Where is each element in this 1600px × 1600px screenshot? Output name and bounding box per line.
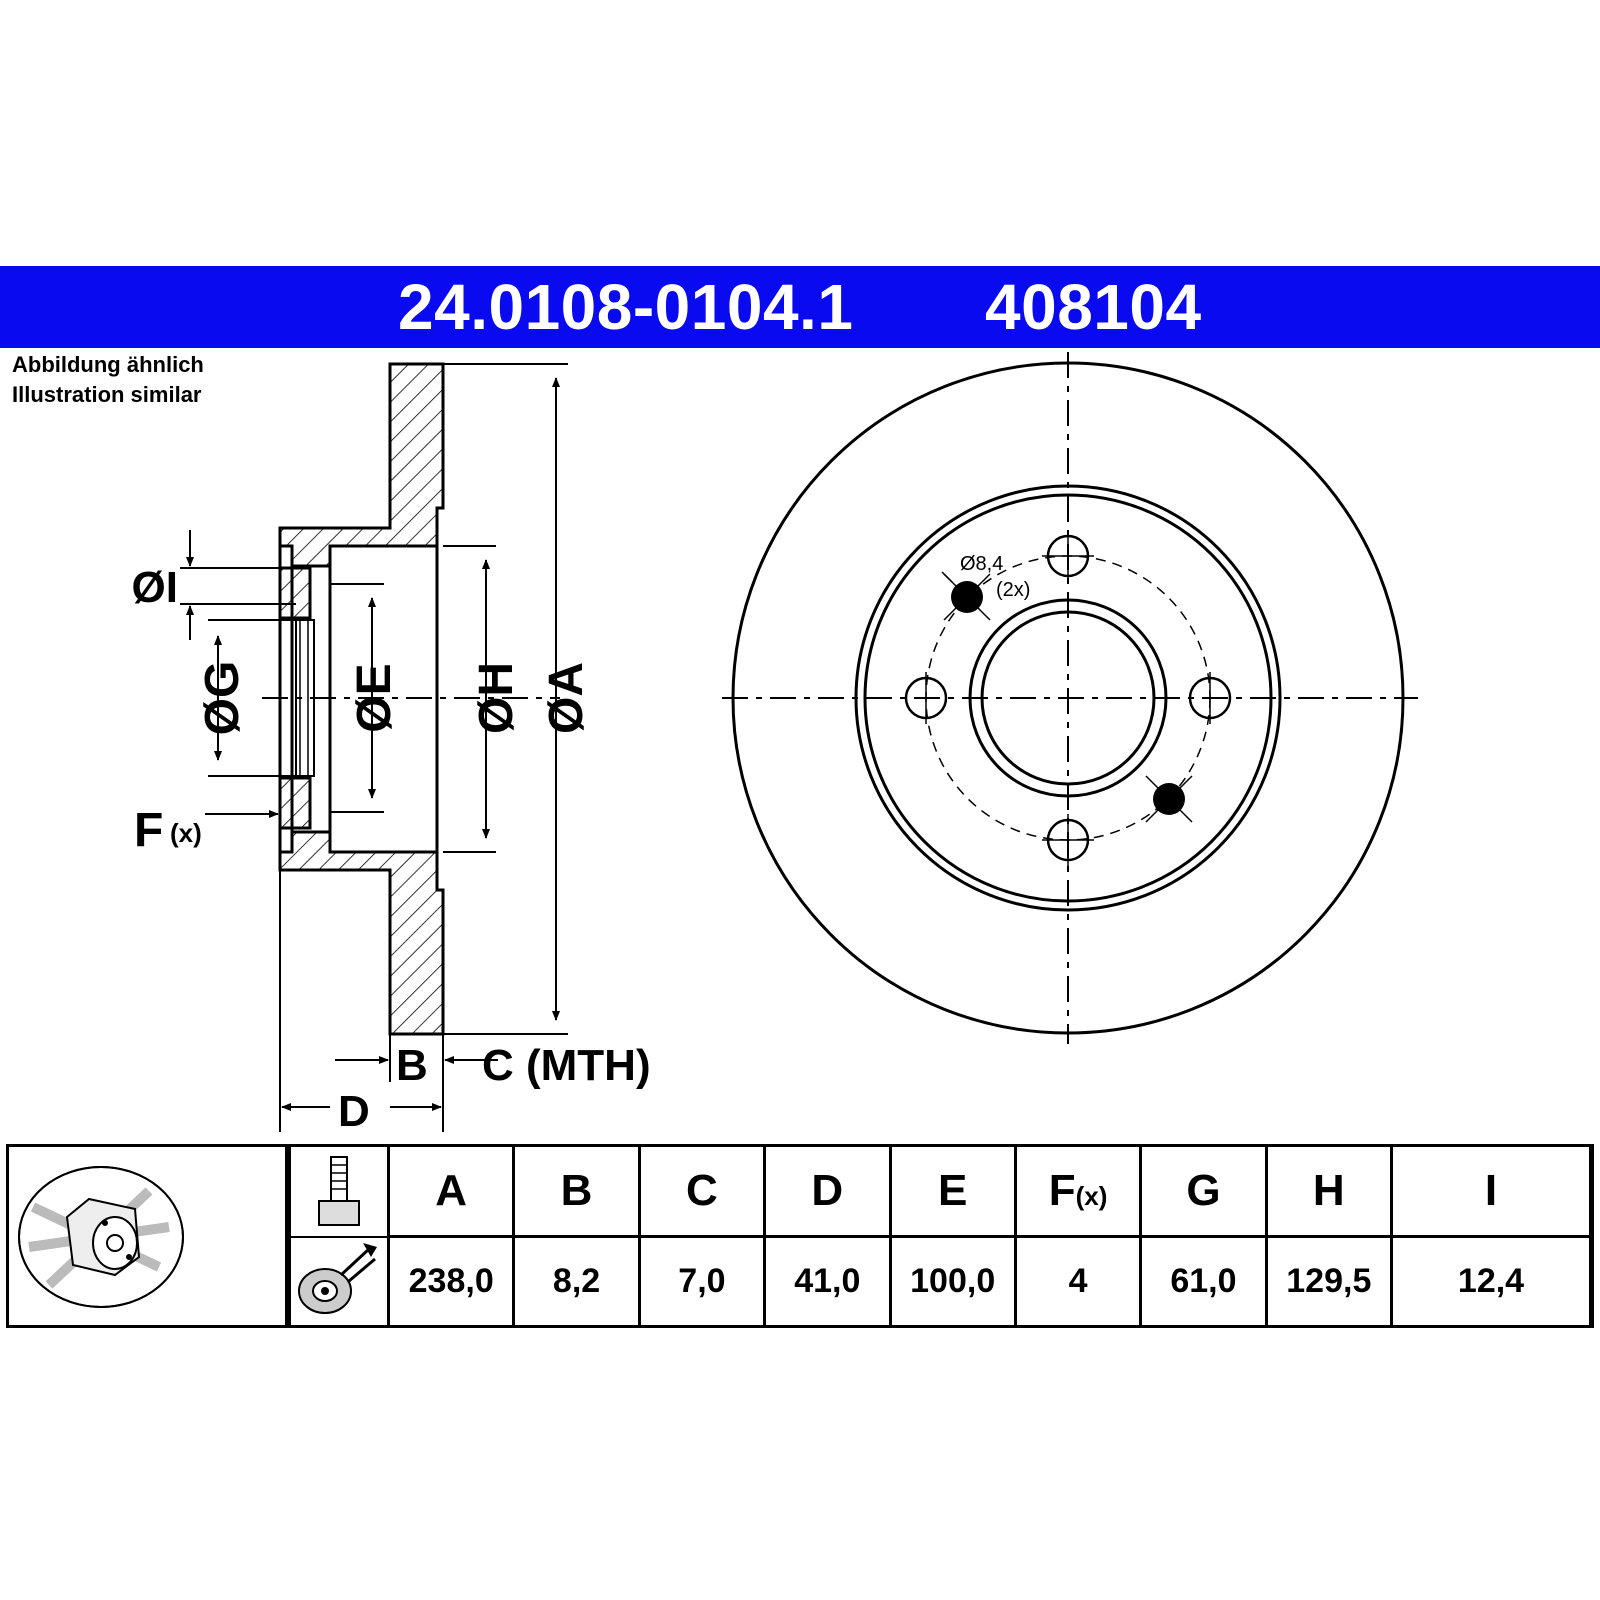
- col-header-f-letter: F: [1048, 1165, 1076, 1215]
- mounting-icon-cell: [288, 1144, 390, 1328]
- note-english: Illustration similar: [12, 382, 202, 407]
- value-a: 238,0: [386, 1234, 516, 1328]
- value-i: 12,4: [1390, 1234, 1592, 1328]
- side-dimension-lines: [180, 363, 568, 1132]
- col-header-g: G: [1139, 1144, 1268, 1238]
- spec-value-row: 238,0 8,2 7,0 41,0 100,0 4 61,0 129,5 12…: [386, 1234, 1592, 1328]
- label-hole-count: (2x): [996, 579, 1030, 601]
- label-diameter-h: ØH: [470, 662, 523, 734]
- col-header-i: I: [1390, 1144, 1592, 1238]
- label-d: D: [338, 1087, 370, 1136]
- value-g: 61,0: [1139, 1234, 1268, 1328]
- label-diameter-e: ØE: [348, 663, 401, 732]
- label-f-suffix: (x): [170, 818, 202, 848]
- disc-icon-cell: [6, 1144, 288, 1328]
- value-f: 4: [1013, 1234, 1143, 1328]
- value-e: 100,0: [888, 1234, 1017, 1328]
- value-c: 7,0: [637, 1234, 767, 1328]
- brake-disc-icon: [18, 1166, 184, 1308]
- bolt-holes: [904, 530, 1232, 866]
- note-german: Abbildung ähnlich: [12, 352, 204, 377]
- disc-cross-section: [278, 362, 445, 1036]
- col-header-f-suffix: (x): [1075, 1180, 1108, 1211]
- label-b: B: [396, 1041, 428, 1090]
- value-d: 41,0: [763, 1234, 892, 1328]
- label-diameter-a: ØA: [540, 662, 593, 734]
- col-header-b: B: [512, 1144, 641, 1238]
- hub-mounting-icon: [298, 1243, 377, 1314]
- label-f: F: [134, 804, 163, 857]
- spec-header-row: A B C D E F(x) G H I: [386, 1144, 1592, 1238]
- value-h: 129,5: [1264, 1234, 1394, 1328]
- col-header-f: F(x): [1013, 1144, 1143, 1238]
- label-hole-diameter: Ø8,4: [960, 553, 1003, 575]
- spec-table: A B C D E F(x) G H I 238,0 8,2 7,0 41,0 …: [386, 1144, 1592, 1328]
- label-diameter-g: ØG: [196, 661, 249, 736]
- header-banner: [0, 266, 1600, 348]
- label-diameter-i: ØI: [132, 563, 178, 612]
- locating-holes: [941, 571, 1193, 823]
- reference-number: 408104: [985, 271, 1202, 343]
- col-header-d: D: [763, 1144, 892, 1238]
- col-header-a: A: [386, 1144, 516, 1238]
- technical-drawing: ØA ØH ØE ØG ØI F (x) B C (MTH) D: [132, 352, 1418, 1136]
- disc-front-view: [722, 352, 1418, 1044]
- label-c: C (MTH): [482, 1041, 651, 1090]
- col-header-h: H: [1264, 1144, 1394, 1238]
- col-header-e: E: [888, 1144, 1017, 1238]
- value-b: 8,2: [512, 1234, 641, 1328]
- wheel-bolt-icon: [291, 1156, 387, 1238]
- col-header-c: C: [637, 1144, 767, 1238]
- part-number: 24.0108-0104.1: [398, 271, 854, 343]
